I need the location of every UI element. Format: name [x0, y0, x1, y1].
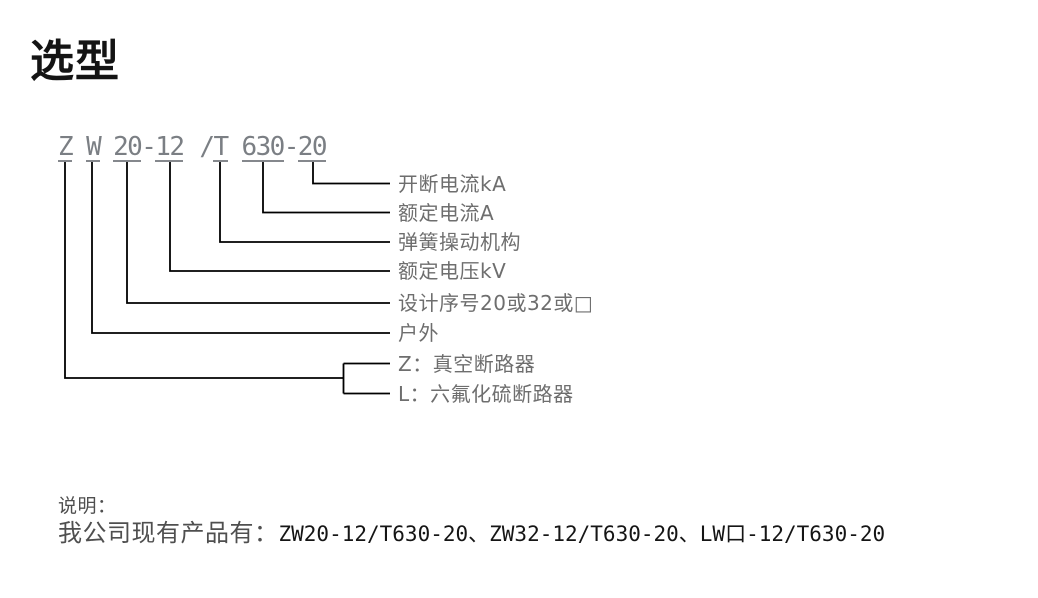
- notes-line: 我公司现有产品有： ZW20-12/T630-20、ZW32-12/T630-2…: [58, 518, 885, 549]
- label-design-serial: 设计序号20或32或□: [398, 291, 594, 315]
- connector-rated-voltage: [169, 162, 390, 272]
- label-rated-current: 额定电流A: [398, 201, 495, 225]
- model-code: Z W 20 - 12 / T 630 - 20: [58, 132, 327, 162]
- connector-rated-current: [262, 162, 390, 214]
- model-segment-dash: -: [141, 132, 157, 162]
- label-type-sf6: L：六氟化硫断路器: [398, 382, 574, 406]
- notes-heading: 说明：: [58, 495, 117, 517]
- product-list: ZW20-12/T630-20、ZW32-12/T630-20、LW口-12/T…: [278, 522, 886, 546]
- model-segment-20: 20: [113, 132, 143, 162]
- model-segment-630: 630: [241, 132, 285, 162]
- model-segment-20b: 20: [297, 132, 327, 162]
- model-segment-12: 12: [155, 132, 185, 162]
- connector-outdoor: [91, 162, 390, 334]
- connector-breaker-type: [64, 162, 344, 379]
- model-segment-dash2: -: [283, 132, 300, 162]
- label-rated-voltage: 额定电压kV: [398, 259, 507, 283]
- model-segment-z: Z: [58, 132, 74, 162]
- connector-breaking-current: [312, 162, 390, 185]
- label-outdoor: 户外: [398, 321, 439, 345]
- notes-intro: 我公司现有产品有：: [58, 519, 279, 547]
- model-segment-slash: /: [199, 132, 215, 162]
- page-title: 选型: [30, 36, 120, 87]
- model-segment-w: W: [86, 132, 102, 162]
- label-type-vacuum: Z：真空断路器: [398, 352, 536, 376]
- label-spring-mechanism: 弹簧操动机构: [398, 230, 521, 254]
- connector-design-serial: [126, 162, 390, 304]
- label-breaking-current: 开断电流kA: [398, 172, 507, 196]
- connector-spring-mechanism: [219, 162, 390, 243]
- model-segment-t: T: [213, 132, 229, 162]
